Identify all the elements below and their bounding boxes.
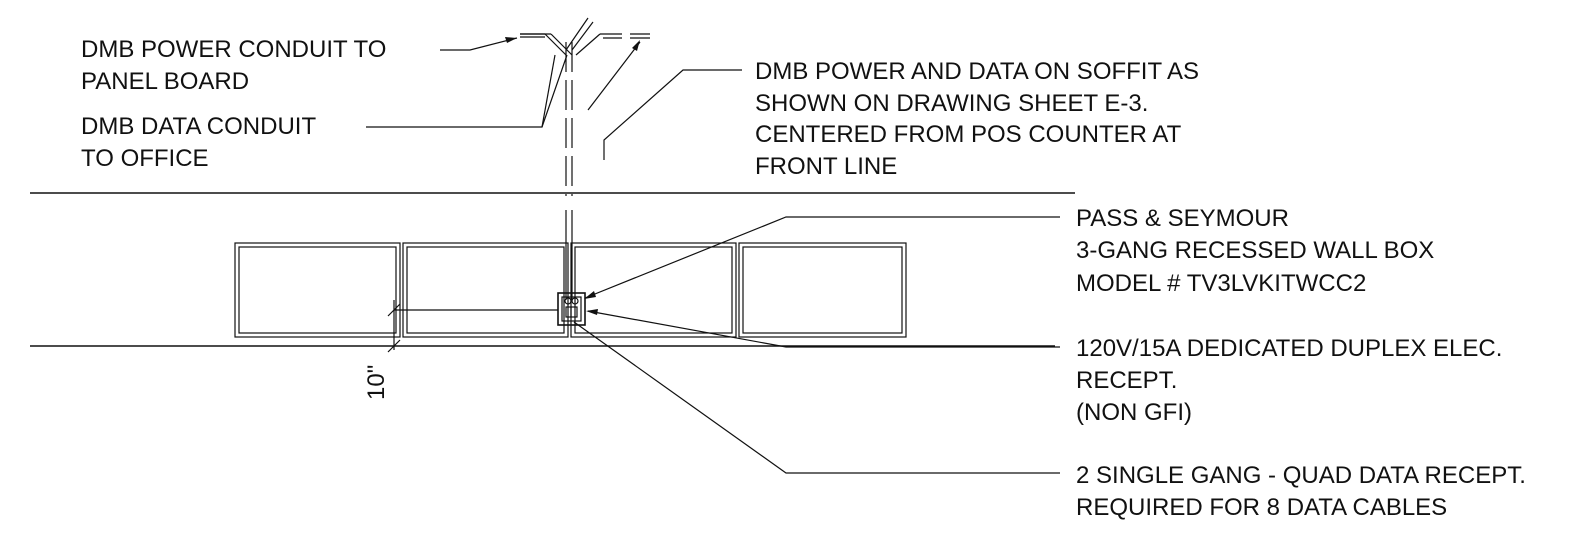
dimension-label: 10" [363,365,390,400]
soffit-line-4: FRONT LINE [755,153,897,180]
callout-wall-box: PASS & SEYMOUR 3-GANG RECESSED WALL BOX … [1076,205,1434,297]
data-conduit-line-2: TO OFFICE [81,145,209,172]
wall-box-line-3: MODEL # TV3LVKITWCC2 [1076,270,1366,297]
receptacle-line-2: RECEPT. [1076,367,1177,394]
callout-data-recept: 2 SINGLE GANG - QUAD DATA RECEPT. REQUIR… [1076,462,1526,521]
data-recept-line-2: REQUIRED FOR 8 DATA CABLES [1076,494,1447,521]
wall-box-symbol [557,292,586,326]
callout-data-conduit: DMB DATA CONDUIT TO OFFICE [81,113,316,172]
power-conduit-line-1: DMB POWER CONDUIT TO [81,36,386,63]
receptacle-line-1: 120V/15A DEDICATED DUPLEX ELEC. [1076,335,1502,362]
receptacle-line-3: (NON GFI) [1076,399,1192,426]
power-conduit-line-2: PANEL BOARD [81,68,249,95]
data-conduit-line-1: DMB DATA CONDUIT [81,113,316,140]
soffit-line-3: CENTERED FROM POS COUNTER AT [755,121,1182,148]
menu-board-panels [234,242,907,338]
soffit-line-2: SHOWN ON DRAWING SHEET E-3. [755,90,1148,117]
wall-box-line-1: PASS & SEYMOUR [1076,205,1289,232]
leader-lines [366,37,1060,474]
callout-power-conduit: DMB POWER CONDUIT TO PANEL BOARD [81,36,386,95]
vertical-conduit [565,42,573,300]
callout-soffit: DMB POWER AND DATA ON SOFFIT AS SHOWN ON… [755,58,1199,180]
soffit-line-1: DMB POWER AND DATA ON SOFFIT AS [755,58,1199,85]
data-recept-line-1: 2 SINGLE GANG - QUAD DATA RECEPT. [1076,462,1526,489]
conduit-split [520,17,650,56]
dimension-10in [387,300,558,353]
wall-box-line-2: 3-GANG RECESSED WALL BOX [1076,237,1434,264]
callout-receptacle: 120V/15A DEDICATED DUPLEX ELEC. RECEPT. … [1076,335,1502,426]
